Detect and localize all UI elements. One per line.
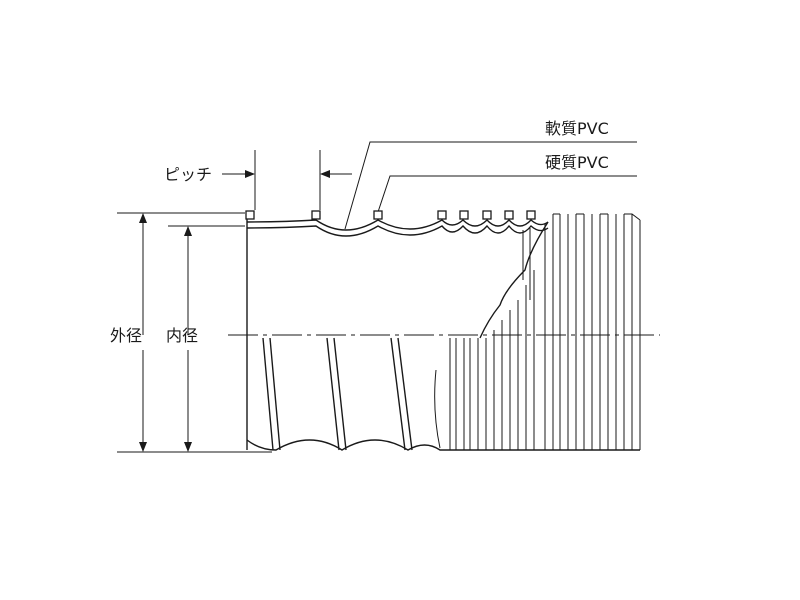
hard-pvc-label: 硬質PVC: [545, 153, 609, 172]
pitch-label: ピッチ: [164, 165, 212, 184]
leader-lines: [344, 141, 637, 230]
soft-pvc-label: 軟質PVC: [545, 119, 609, 138]
pitch-dimension: [222, 150, 352, 210]
outer-diameter-label: 外径: [110, 326, 142, 345]
diameter-dimensions: [117, 212, 272, 453]
inner-diameter-label: 内径: [166, 326, 198, 345]
hose-body: [245, 210, 641, 451]
